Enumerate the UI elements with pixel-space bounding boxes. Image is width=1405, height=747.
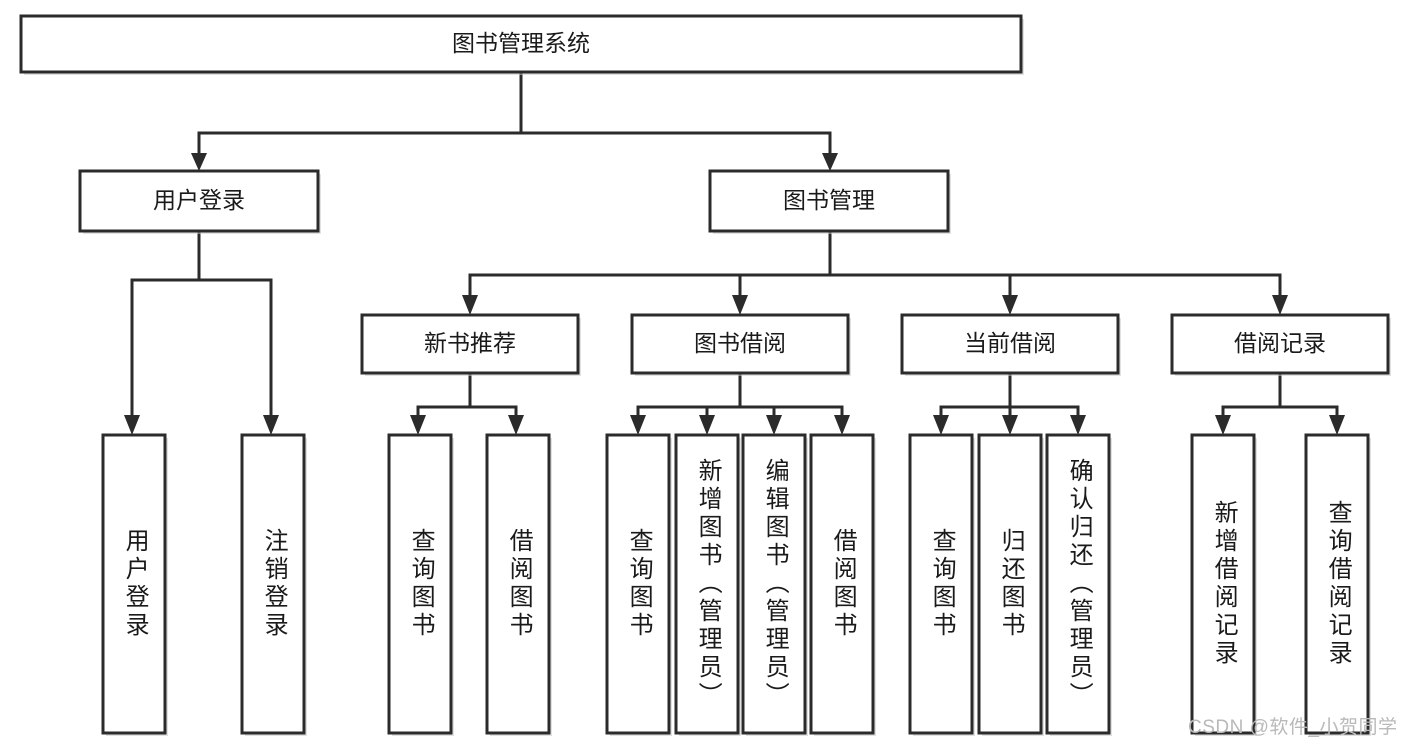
leaf-box-user-login[interactable] [101,433,167,735]
node-user-login-box[interactable] [78,169,320,233]
arrow-head-icon [1070,415,1086,435]
node-book-borrow-label: 图书借阅 [694,330,786,356]
connector-group [124,71,1345,435]
leaf-box-return-book[interactable] [977,433,1043,735]
arrow-head-icon [699,415,715,435]
arrow-head-icon [630,415,646,435]
leaf-box-logout[interactable] [240,433,306,735]
leaf-box-confirm-return[interactable] [1045,433,1111,735]
arrow-head-icon [933,415,949,435]
arrow-head-icon [1002,415,1018,435]
node-new-book-recommend-label: 新书推荐 [424,330,516,356]
arrow-head-icon [263,415,279,435]
arrow-head-icon [732,295,748,315]
node-user-login[interactable]: 用户登录 [78,169,321,234]
leaf-box-add-record[interactable] [1190,433,1256,735]
leaf-box-query-record[interactable] [1304,433,1370,735]
node-borrow-record-box[interactable] [1170,313,1390,375]
node-borrow-record-label: 借阅记录 [1234,330,1326,356]
arrow-head-icon [766,415,782,435]
node-book-management[interactable]: 图书管理 [708,169,951,234]
node-book-borrow-box[interactable] [630,313,850,375]
node-book-management-box[interactable] [708,169,950,233]
node-current-borrow-label: 当前借阅 [964,330,1056,356]
arrow-head-icon [1215,415,1231,435]
arrow-head-icon [1272,295,1288,315]
leaf-box-query-book-3[interactable] [908,433,974,735]
node-current-borrow-box[interactable] [900,313,1120,375]
node-root-label: 图书管理系统 [452,30,590,56]
arrow-head-icon [508,415,524,435]
node-user-login-label: 用户登录 [153,187,245,213]
csdn-watermark: CSDN @软件_小贺同学 [1188,717,1398,738]
node-current-borrow[interactable]: 当前借阅 [900,313,1121,376]
arrow-head-icon [462,295,478,315]
leaf-box-edit-book[interactable] [741,433,807,735]
arrow-head-icon [410,415,426,435]
leaf-box-borrow-book-1[interactable] [485,433,551,735]
arrow-head-icon [822,153,838,171]
arrow-head-icon [124,415,140,435]
leaf-node-group [101,433,1371,736]
node-book-borrow[interactable]: 图书借阅 [630,313,851,376]
leaf-box-query-book-1[interactable] [387,433,453,735]
leaf-box-borrow-book-2[interactable] [809,433,875,735]
node-book-management-label: 图书管理 [783,187,875,213]
leaf-box-query-book-2[interactable] [605,433,671,735]
node-new-book-recommend[interactable]: 新书推荐 [360,313,581,376]
arrow-head-icon [1329,415,1345,435]
arrow-head-icon [1002,295,1018,315]
arrow-head-icon [834,415,850,435]
node-borrow-record[interactable]: 借阅记录 [1170,313,1391,376]
node-root[interactable]: 图书管理系统 [19,14,1024,75]
node-root-box[interactable] [19,14,1023,74]
node-new-book-recommend-box[interactable] [360,313,580,375]
arrow-head-icon [191,153,207,171]
leaf-box-add-book[interactable] [674,433,740,735]
